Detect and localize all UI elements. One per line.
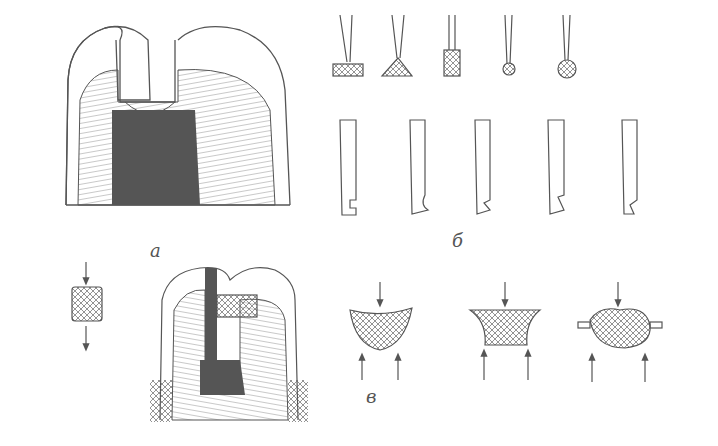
inlay-parts-c (72, 262, 662, 422)
tooth-a (66, 27, 290, 206)
figure-letter: в (366, 388, 376, 406)
figure-letter: а (150, 242, 161, 260)
figure-letter: б (452, 232, 463, 250)
instruments-b (333, 15, 637, 215)
